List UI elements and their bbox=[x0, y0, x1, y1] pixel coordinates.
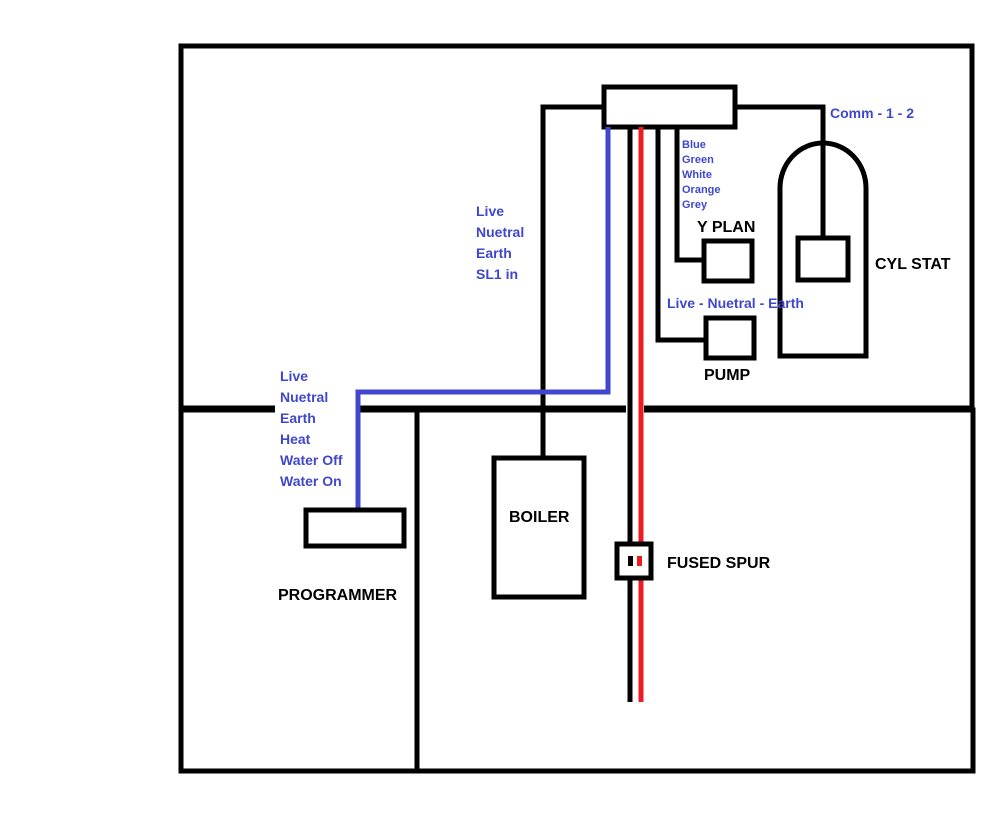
pump-cable-label: Live - Nuetral - Earth bbox=[667, 295, 804, 311]
lower-floor-outline bbox=[178, 407, 976, 774]
programmer bbox=[303, 507, 407, 549]
boiler-cable-label: Nuetral bbox=[476, 224, 524, 240]
y-plan-wire-label: Grey bbox=[682, 199, 708, 211]
y-plan-wire-label: White bbox=[682, 169, 712, 181]
y-plan-wire-label: Orange bbox=[682, 184, 721, 196]
programmer-cable-label: Heat bbox=[280, 431, 311, 447]
programmer-cable-label: Water On bbox=[280, 473, 342, 489]
cylinder-stat bbox=[795, 235, 851, 283]
hot-water-cylinder bbox=[777, 140, 869, 359]
cyl-stat-wire bbox=[735, 104, 826, 238]
programmer-cable bbox=[355, 127, 611, 510]
comm-label: Comm - 1 - 2 bbox=[830, 105, 914, 121]
y-plan-label: Y PLAN bbox=[697, 219, 755, 236]
fused-spur bbox=[614, 541, 654, 581]
y-plan-valve bbox=[701, 238, 755, 284]
y-plan-wire-label: Green bbox=[682, 154, 714, 166]
boiler-label: BOILER bbox=[509, 509, 570, 526]
boiler-cable-label: Live bbox=[476, 203, 504, 219]
boiler-cable-label: SL1 in bbox=[476, 266, 518, 282]
y-plan-wire-label: Blue bbox=[682, 139, 706, 151]
boiler bbox=[491, 455, 587, 600]
programmer-cable-label: Earth bbox=[280, 410, 316, 426]
fused-spur-label: FUSED SPUR bbox=[667, 555, 771, 572]
programmer-cable-label: Nuetral bbox=[280, 389, 328, 405]
room-outlines bbox=[178, 43, 976, 774]
boiler-feed-wire bbox=[540, 104, 604, 458]
pump-label: PUMP bbox=[704, 367, 751, 384]
programmer-cable-label: Water Off bbox=[280, 452, 343, 468]
pump-wire bbox=[655, 127, 706, 343]
programmer-cable-label: Live bbox=[280, 368, 308, 384]
programmer-label: PROGRAMMER bbox=[278, 587, 398, 604]
pump bbox=[703, 315, 757, 361]
fused-spur-terminal-live bbox=[637, 556, 642, 566]
y-plan-wire bbox=[674, 127, 704, 263]
junction-box bbox=[601, 84, 738, 130]
fused-spur-terminal-neutral bbox=[628, 556, 633, 566]
cyl-stat-label: CYL STAT bbox=[875, 256, 951, 273]
boiler-cable-label: Earth bbox=[476, 245, 512, 261]
